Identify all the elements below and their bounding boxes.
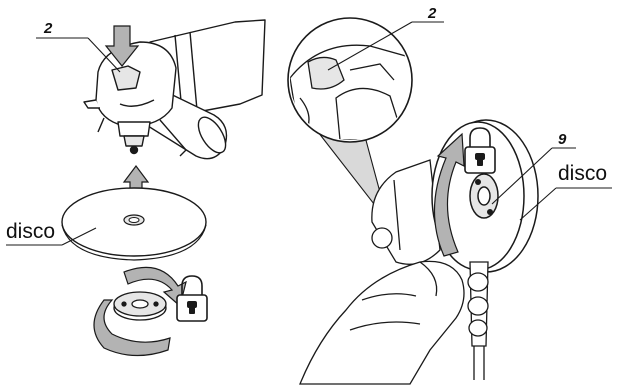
callout-2-left: 2 [36,20,121,73]
clamping-nut [113,291,167,321]
disc-left [61,187,207,261]
grinder-right [371,159,441,265]
padlock-icon [176,275,208,322]
padlock-icon [464,127,496,174]
hand [299,260,465,385]
callout-9-label: 9 [558,131,567,148]
magnifier-circle [287,17,413,143]
callout-9: 9 [491,131,576,205]
callout-2-right-label: 2 [427,5,437,22]
pin-wrench [467,261,489,380]
callout-2-right: 2 [327,5,444,71]
rotate-arrow-icon [433,132,465,257]
disc-left-label: disco [6,220,55,243]
disc-right-label: disco [558,162,607,185]
push-arrow-icon [104,25,140,67]
callout-2-left-label: 2 [43,20,53,37]
grinder-left [83,19,266,160]
disc-left-callout: disco [6,220,97,246]
disc-right-callout: disco [519,162,612,221]
